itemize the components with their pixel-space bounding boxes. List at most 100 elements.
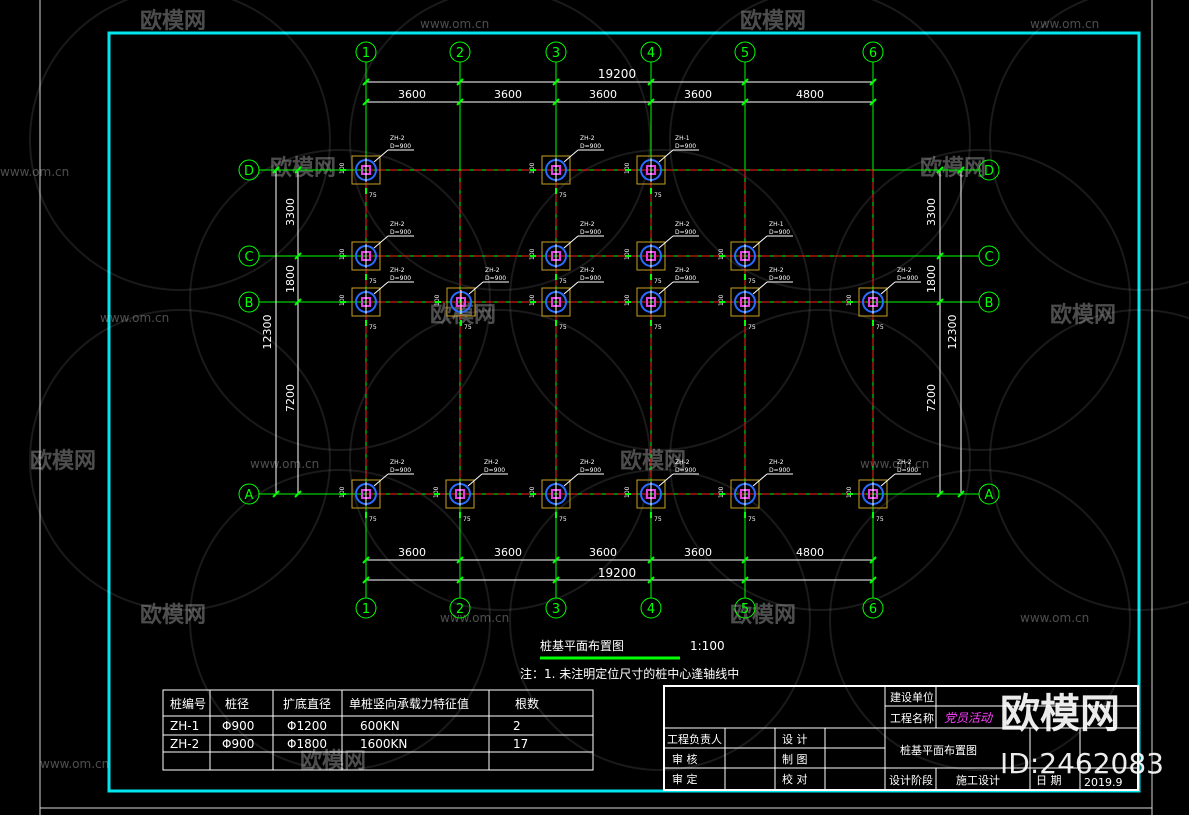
tb-stage-value: 施工设计 xyxy=(956,774,1000,787)
svg-text:C: C xyxy=(244,250,253,265)
pile-side-label: 100 xyxy=(529,486,536,498)
pile-dia-label: D=900 xyxy=(580,467,601,474)
pile-zh2: ZH-2D=900 75 100 xyxy=(529,459,604,523)
watermark-brand: 欧模网 xyxy=(1050,302,1116,328)
dim-left-12300: 12300 xyxy=(261,315,274,350)
axis-bubble-bottom-3: 3 xyxy=(545,597,567,619)
dim-span-bottom-5: 4800 xyxy=(796,546,824,559)
tb-drawing-name: 桩基平面布置图 xyxy=(900,743,977,757)
svg-text:4: 4 xyxy=(647,46,655,61)
pile-name-label: ZH-2 xyxy=(769,267,784,274)
pile-name-label: ZH-2 xyxy=(580,221,595,228)
svg-text:3: 3 xyxy=(552,602,560,617)
pile-offset-label: 75 xyxy=(876,324,884,331)
dimension-lines: 19200 3600 3600 3600 3600 4800 3600 3600… xyxy=(261,67,965,584)
watermark-circle xyxy=(349,0,651,291)
pile-dia-label: D=900 xyxy=(390,467,411,474)
pile-offset-label: 75 xyxy=(654,516,662,523)
table-cell-1-2: Φ1800 xyxy=(287,737,327,751)
pile-dia-label: D=900 xyxy=(675,275,696,282)
watermark-layer: 欧模网欧模网欧模网欧模网欧模网欧模网欧模网欧模网欧模网欧模网欧模网www.om.… xyxy=(0,0,1189,774)
dim-total-top: 19200 xyxy=(598,67,636,81)
pile-layer: ZH-2D=90075100ZH-2D=90075100ZH-1D=900751… xyxy=(339,135,921,523)
pile-name-label: ZH-2 xyxy=(675,267,690,274)
watermark-circle xyxy=(349,309,651,611)
watermark-site: www.om.cn xyxy=(250,457,319,471)
dim-tick xyxy=(552,98,560,106)
watermark-site: www.om.cn xyxy=(1030,17,1099,31)
dim-tick xyxy=(869,78,877,86)
dim-tick xyxy=(936,252,944,260)
table-cell-1-1: Φ900 xyxy=(222,737,254,751)
dim-tick xyxy=(294,252,302,260)
watermark-brand: 欧模网 xyxy=(30,448,96,474)
table-header-3: 单桩竖向承载力特征值 xyxy=(349,696,469,711)
table-cell-0-1: Φ900 xyxy=(222,719,254,733)
pile-side-label: 100 xyxy=(718,294,725,306)
dim-tick xyxy=(552,576,560,584)
dim-span-top-4: 3600 xyxy=(684,88,712,101)
dim-tick xyxy=(869,556,877,564)
svg-text:B: B xyxy=(985,296,994,311)
tb-build-unit-label: 建设单位 xyxy=(890,690,934,704)
title-block: 建设单位 工程名称 党员活动 工程负责人 设 计 审 核 制 图 审 定 校 对… xyxy=(663,685,1139,791)
pile-name-label: ZH-1 xyxy=(675,135,690,142)
watermark-circle xyxy=(989,309,1189,611)
pile-side-label: 100 xyxy=(339,486,346,498)
pile-side-label: 100 xyxy=(624,294,631,306)
table-header-0: 桩编号 xyxy=(170,696,206,711)
dim-tick xyxy=(647,556,655,564)
tb-check-label: 校 对 xyxy=(782,772,808,786)
svg-text:1: 1 xyxy=(362,46,370,61)
watermark-site: www.om.cn xyxy=(860,457,929,471)
svg-text:5: 5 xyxy=(741,602,749,617)
watermark-brand: 欧模网 xyxy=(140,8,206,34)
svg-text:B: B xyxy=(245,296,254,311)
svg-text:6: 6 xyxy=(869,46,877,61)
watermark-brand: 欧模网 xyxy=(730,602,796,628)
pile-offset-label: 75 xyxy=(559,324,567,331)
pile-offset-label: 75 xyxy=(463,516,471,523)
watermark-circle xyxy=(669,309,971,611)
watermark-brand: 欧模网 xyxy=(140,602,206,628)
pile-name-label: ZH-2 xyxy=(675,221,690,228)
tb-project-name-label: 工程名称 xyxy=(890,711,934,725)
dim-tick xyxy=(741,576,749,584)
pile-name-label: ZH-2 xyxy=(580,459,595,466)
drawing-scale: 1:100 xyxy=(690,639,725,653)
pile-offset-label: 75 xyxy=(464,324,472,331)
dim-left-1800: 1800 xyxy=(284,265,297,293)
axis-bubble-top-1: 1 xyxy=(355,41,377,63)
pile-offset-label: 75 xyxy=(748,278,756,285)
tb-date-value: 2019.9 xyxy=(1084,776,1123,789)
dim-tick xyxy=(647,576,655,584)
drawing-title: 桩基平面布置图 xyxy=(540,638,624,653)
table-header-1: 桩径 xyxy=(225,696,249,711)
dim-total-bottom: 19200 xyxy=(598,566,636,580)
dim-tick xyxy=(294,166,302,174)
dim-right-12300: 12300 xyxy=(946,315,959,350)
dim-tick xyxy=(272,166,280,174)
axis-bubble-bottom-1: 1 xyxy=(355,597,377,619)
pile-side-label: 100 xyxy=(624,162,631,174)
dim-tick xyxy=(456,98,464,106)
tb-date-label: 日 期 xyxy=(1036,774,1062,787)
pile-offset-label: 75 xyxy=(559,516,567,523)
axis-bubble-right-B: B xyxy=(978,291,1000,313)
table-cell-0-4: 2 xyxy=(513,719,521,733)
pile-name-label: ZH-2 xyxy=(769,459,784,466)
drawing-note: 注：1. 未注明定位尺寸的桩中心逢轴线中 xyxy=(520,666,739,681)
watermark-circle xyxy=(989,0,1189,291)
dim-tick xyxy=(272,490,280,498)
pile-name-label: ZH-2 xyxy=(390,267,405,274)
pile-name-label: ZH-1 xyxy=(769,221,784,228)
